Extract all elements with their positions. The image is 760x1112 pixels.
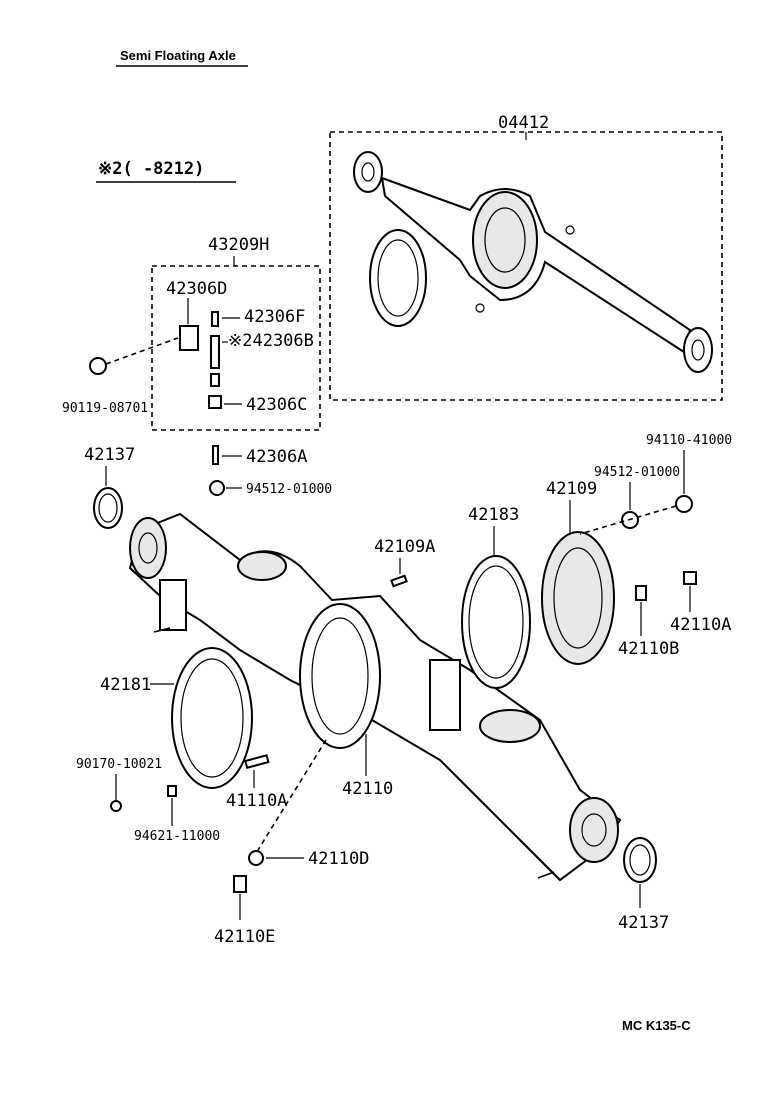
left-flange-bore bbox=[361, 162, 375, 182]
left-end-flange bbox=[129, 517, 167, 579]
left-end-bore bbox=[138, 532, 158, 564]
axle-housing-body bbox=[128, 512, 622, 882]
label-42110A: 42110A bbox=[670, 615, 731, 635]
breather-parts bbox=[179, 311, 222, 465]
left-stud bbox=[153, 627, 171, 633]
label-42109A: 42109A bbox=[374, 537, 435, 557]
plug-lower bbox=[475, 303, 485, 313]
gasket-42183 bbox=[461, 555, 531, 689]
oil-seal-right bbox=[623, 837, 657, 883]
center-bracket bbox=[429, 659, 461, 731]
label-242306B: ※242306B bbox=[228, 331, 314, 351]
diagram-title: Semi Floating Axle bbox=[120, 48, 236, 63]
stud-41110A bbox=[244, 754, 270, 769]
diff-housing-bowl bbox=[472, 191, 538, 289]
left-flange bbox=[353, 151, 383, 193]
left-bracket bbox=[159, 579, 187, 631]
plug-42110A bbox=[683, 571, 697, 585]
label-42110: 42110 bbox=[342, 779, 393, 799]
washer-94621 bbox=[167, 785, 177, 797]
plug-42110B bbox=[635, 585, 647, 601]
breather-cap bbox=[211, 311, 219, 327]
breather-pipe bbox=[212, 445, 219, 465]
label-90170-10021: 90170-10021 bbox=[76, 757, 162, 772]
label-42110D: 42110D bbox=[308, 849, 369, 869]
housing-assy-box bbox=[329, 131, 723, 401]
label-42306F: 42306F bbox=[244, 307, 305, 327]
label-42306A: 42306A bbox=[246, 447, 307, 467]
right-end-bore bbox=[581, 813, 607, 847]
label-04412: 04412 bbox=[498, 113, 549, 133]
oil-seal-left-inner bbox=[98, 493, 118, 523]
label-94621-11000: 94621-11000 bbox=[134, 829, 220, 844]
right-flange bbox=[683, 327, 713, 373]
label-42306C: 42306C bbox=[246, 395, 307, 415]
breather-hose bbox=[210, 335, 220, 369]
label-94512-01000-a: 94512-01000 bbox=[246, 482, 332, 497]
label-42110E: 42110E bbox=[214, 927, 275, 947]
axle-tube bbox=[380, 176, 692, 354]
housing-gasket bbox=[369, 229, 427, 327]
breather-clamp bbox=[210, 373, 220, 387]
housing-assy-illustration bbox=[353, 151, 713, 373]
gasket-42181 bbox=[171, 647, 253, 789]
carrier-flange-ring bbox=[299, 603, 381, 749]
breather-plug bbox=[208, 395, 222, 409]
right-stud bbox=[537, 871, 555, 879]
label-42306D: 42306D bbox=[166, 279, 227, 299]
diff-cover-inner bbox=[553, 547, 603, 649]
carrier-flange-inner bbox=[311, 617, 369, 735]
label-42181: 42181 bbox=[100, 675, 151, 695]
right-end-flange bbox=[569, 797, 619, 863]
gasket-42183-inner bbox=[468, 565, 524, 679]
label-94512-01000-b: 94512-01000 bbox=[594, 465, 680, 480]
nut-90170-icon bbox=[110, 800, 122, 812]
gasket-42181-inner bbox=[180, 658, 244, 778]
breather-union bbox=[179, 325, 199, 351]
washer-icon bbox=[209, 480, 225, 496]
nut-90119-icon bbox=[89, 357, 107, 375]
breather-group-box bbox=[151, 265, 321, 431]
housing-gasket-inner bbox=[377, 239, 419, 317]
label-42110B: 42110B bbox=[618, 639, 679, 659]
label-42109: 42109 bbox=[546, 479, 597, 499]
label-42137-left: 42137 bbox=[84, 445, 135, 465]
stud-42109A bbox=[390, 574, 408, 588]
washer-42110D bbox=[248, 850, 264, 866]
label-42137-right: 42137 bbox=[618, 913, 669, 933]
plug-upper bbox=[565, 225, 575, 235]
label-94110-41000: 94110-41000 bbox=[646, 433, 732, 448]
oil-seal-right-inner bbox=[629, 844, 651, 876]
diagram-code: MC K135-C bbox=[622, 1018, 691, 1033]
dash-42110D bbox=[257, 739, 327, 851]
dash-plug bbox=[579, 505, 677, 535]
dash-90119 bbox=[105, 337, 179, 365]
plug-94110-icon bbox=[675, 495, 693, 513]
bolt-42110E bbox=[233, 875, 247, 893]
applicability-note: ※2( -8212) bbox=[98, 159, 204, 179]
left-spring-seat bbox=[237, 551, 287, 581]
diff-housing-opening bbox=[484, 207, 526, 273]
label-90119-08701: 90119-08701 bbox=[62, 401, 148, 416]
right-spring-seat bbox=[479, 709, 541, 743]
label-41110A: 41110A bbox=[226, 791, 287, 811]
label-43209H: 43209H bbox=[208, 235, 269, 255]
diff-cover-42109 bbox=[541, 531, 615, 665]
label-42183: 42183 bbox=[468, 505, 519, 525]
right-flange-bore bbox=[691, 339, 705, 361]
